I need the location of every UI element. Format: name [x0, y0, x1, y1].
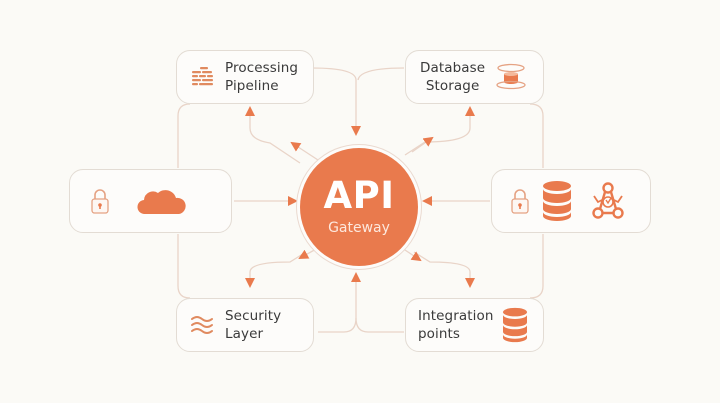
- node-security-layer[interactable]: Security Layer: [176, 298, 314, 352]
- connector-right-bottom: [529, 234, 544, 299]
- node-label-line2: Pipeline: [225, 78, 279, 94]
- connector-hub-processing-arrow: [290, 141, 319, 161]
- connector-hub-database: [404, 106, 475, 156]
- connector-hub-integration: [413, 251, 475, 288]
- connector-hub-security-arrow: [298, 247, 319, 259]
- node-label-line2: Storage: [425, 78, 480, 94]
- node-integration-points[interactable]: Integration points: [405, 298, 544, 352]
- connector-hub-processing: [245, 106, 301, 164]
- network-nodes-icon: [592, 182, 624, 220]
- api-gateway-hub[interactable]: API Gateway: [300, 148, 418, 266]
- database-disk-icon: [495, 62, 527, 92]
- database-icon: [502, 307, 528, 343]
- node-label: Security Layer: [225, 307, 281, 343]
- lock-icon: [90, 187, 110, 215]
- stacked-bars-icon: [189, 66, 217, 88]
- connector-left-top: [177, 103, 191, 168]
- connector-left-bottom: [177, 234, 191, 299]
- connector-right-top: [529, 103, 544, 168]
- connector-bottom-right: [355, 317, 404, 333]
- connector-top-center: [311, 67, 361, 136]
- node-processing-pipeline[interactable]: Processing Pipeline: [176, 50, 314, 104]
- node-label-line1: Database: [420, 60, 486, 76]
- cloud-icon: [137, 186, 187, 216]
- node-label-line2: points: [418, 326, 461, 342]
- connector-hub-database-arrow: [411, 136, 434, 153]
- hub-subtitle: Gateway: [328, 220, 390, 236]
- connector-bottom-left: [318, 317, 357, 333]
- node-label: Processing Pipeline: [225, 59, 298, 95]
- node-label-line1: Processing: [225, 60, 299, 76]
- waves-icon: [189, 313, 215, 337]
- node-label: Integration points: [418, 307, 494, 343]
- node-label-line1: Integration: [418, 308, 494, 324]
- node-label-line2: Layer: [225, 326, 264, 342]
- database-icon: [542, 180, 572, 222]
- node-label-line1: Security: [225, 308, 282, 324]
- node-database-storage[interactable]: Database Storage: [405, 50, 544, 104]
- node-services[interactable]: [491, 169, 651, 233]
- connector-hub-security: [245, 251, 307, 288]
- hub-title: API: [323, 174, 395, 217]
- node-label: Database Storage: [420, 59, 485, 95]
- connector-hub-integration-arrow: [401, 247, 422, 262]
- connector-top-center-right: [357, 67, 405, 81]
- node-client[interactable]: [69, 169, 232, 233]
- lock-icon: [510, 187, 530, 215]
